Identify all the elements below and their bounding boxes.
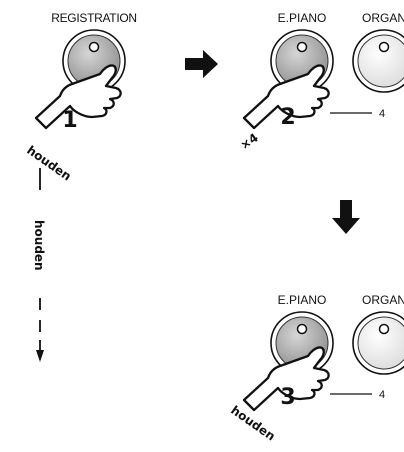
arrow-down-icon bbox=[332, 200, 360, 234]
organ-label-2: ORGAN bbox=[362, 293, 404, 307]
organ-led bbox=[378, 41, 390, 53]
organ-button-2[interactable] bbox=[352, 311, 404, 375]
epiano-label: E.PIANO bbox=[278, 11, 327, 25]
organ-label: ORGAN bbox=[362, 11, 404, 25]
epiano-label-2: E.PIANO bbox=[278, 293, 327, 307]
pointing-hand-icon bbox=[242, 64, 330, 130]
count-label-3: 4 bbox=[379, 389, 385, 401]
organ-button[interactable] bbox=[352, 29, 404, 93]
epiano-led-2 bbox=[296, 323, 308, 335]
step-1-number: 1 bbox=[62, 108, 77, 133]
times-label: ×4 bbox=[238, 130, 261, 152]
registration-label: REGISTRATION bbox=[51, 11, 137, 25]
pointing-hand-icon bbox=[242, 346, 330, 412]
count-label-2: 4 bbox=[379, 108, 385, 120]
registration-led bbox=[88, 41, 100, 53]
hold-timeline bbox=[36, 168, 44, 362]
pointing-hand-icon bbox=[34, 64, 122, 130]
arrow-right-icon bbox=[185, 50, 218, 78]
epiano-led bbox=[296, 41, 308, 53]
hold-label-1: houden bbox=[24, 143, 73, 183]
step-2-number: 2 bbox=[280, 105, 295, 130]
arrow-down-small-icon bbox=[36, 350, 44, 362]
step-3-number: 3 bbox=[280, 385, 295, 410]
hold-label-vertical: houden bbox=[32, 220, 46, 271]
organ-led-2 bbox=[378, 323, 390, 335]
